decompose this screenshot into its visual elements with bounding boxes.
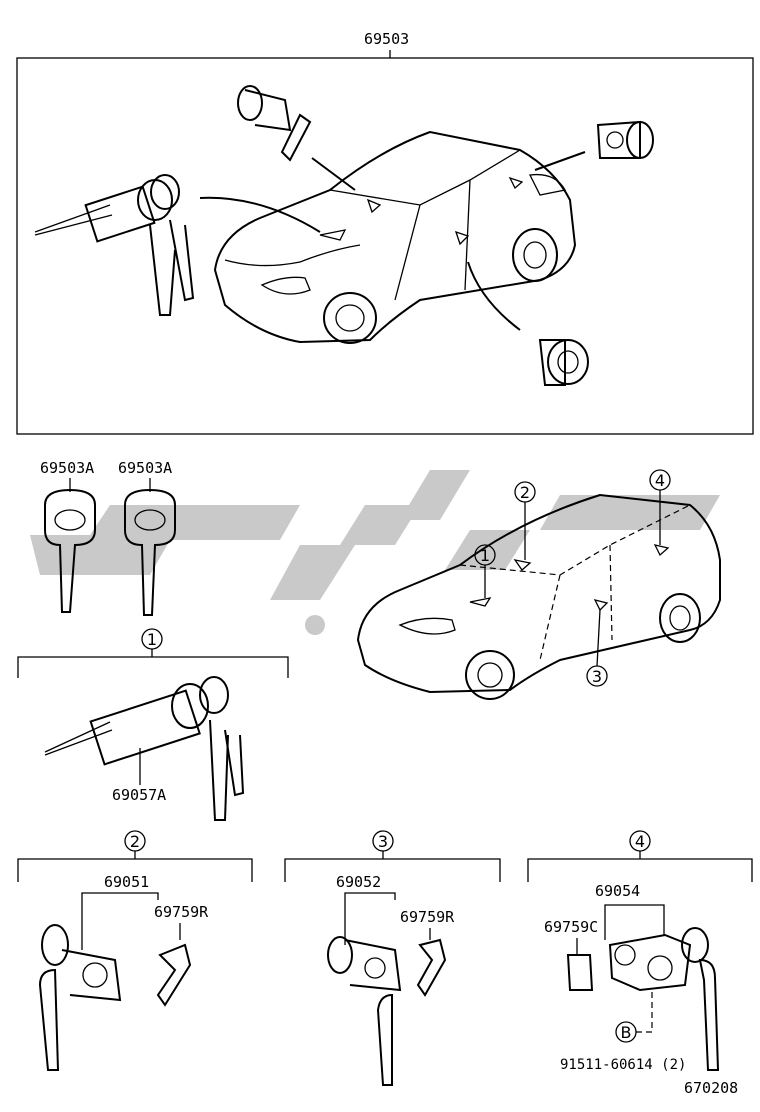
back-door-lock-label: 69054 <box>595 882 640 900</box>
front-door-lock-assy <box>38 892 192 1071</box>
screw-label: 91511-60614 (2) <box>560 1057 686 1073</box>
callout-4-car: 4 <box>649 469 671 545</box>
car-illustration-middle <box>356 493 721 700</box>
svg-text:1: 1 <box>147 630 157 649</box>
section-1-header: 1 <box>17 628 289 678</box>
ignition-cylinder-label: 69057A <box>112 786 166 804</box>
svg-text:B: B <box>621 1023 632 1042</box>
key-left <box>44 488 96 613</box>
svg-text:2: 2 <box>520 483 530 502</box>
rear-door-lock-label: 69052 <box>336 873 381 891</box>
door-lock-top-right <box>596 120 654 159</box>
ref-b-callout: B <box>615 1021 652 1043</box>
section-4-header: 4 <box>527 830 753 882</box>
front-door-retainer-label: 69759R <box>154 903 209 921</box>
diagram-code: 670208 <box>684 1079 738 1097</box>
key-right <box>124 488 176 616</box>
door-lock-top-left <box>237 85 312 162</box>
assembly-frame <box>16 57 754 435</box>
assembly-number: 69503 <box>364 30 409 48</box>
callout-2-car: 2 <box>514 481 536 560</box>
ignition-cylinder-assy <box>44 676 245 821</box>
svg-text:1: 1 <box>480 546 490 565</box>
car-illustration-top <box>213 130 577 344</box>
section-3-header: 3 <box>284 830 501 882</box>
svg-text:2: 2 <box>130 832 140 851</box>
section-2-header: 2 <box>17 830 253 882</box>
rear-door-retainer-label: 69759R <box>400 908 455 926</box>
back-door-retainer-label: 69759C <box>544 918 598 936</box>
door-lock-top-bottom <box>538 339 589 386</box>
svg-text:4: 4 <box>655 471 665 490</box>
svg-text:4: 4 <box>635 832 645 851</box>
ignition-cylinder-top <box>34 174 195 316</box>
watermark-logo <box>30 470 720 635</box>
arrows-top <box>199 151 586 331</box>
svg-text:3: 3 <box>378 832 388 851</box>
front-door-lock-label: 69051 <box>104 873 149 891</box>
key-right-label: 69503A <box>118 459 172 477</box>
back-door-lock-assy <box>566 904 720 1071</box>
callout-3-car: 3 <box>586 609 608 687</box>
rear-door-lock-assy <box>327 892 447 1086</box>
svg-text:3: 3 <box>592 667 602 686</box>
key-left-label: 69503A <box>40 459 94 477</box>
callout-1-car: 1 <box>474 544 496 598</box>
